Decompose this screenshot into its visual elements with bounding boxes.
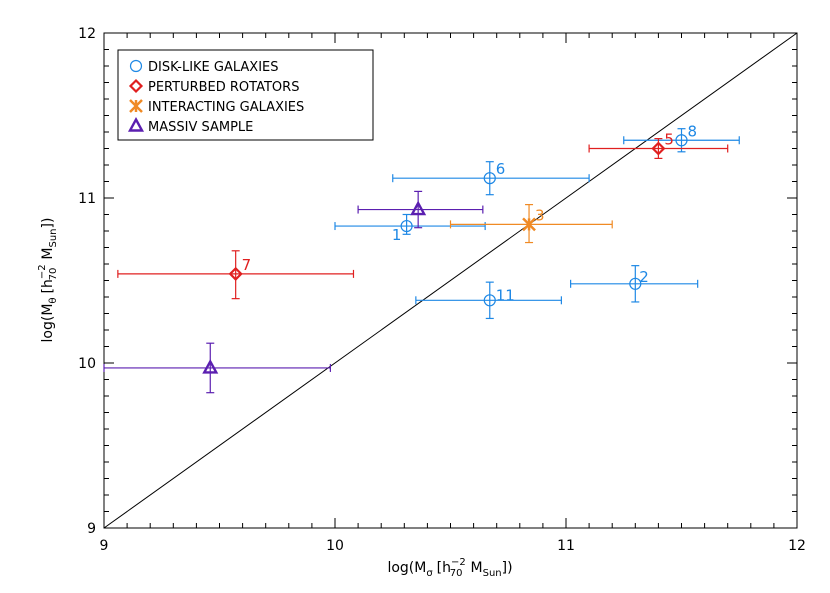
legend-label: MASSIV SAMPLE <box>148 120 253 135</box>
point-label: 7 <box>242 256 252 274</box>
y-axis-title: log(Mθ[h−270MSun]) <box>37 218 59 343</box>
x-tick-label: 10 <box>326 538 344 554</box>
x-tick-label: 11 <box>557 538 575 554</box>
data-point <box>357 190 484 229</box>
data-point: 1 <box>334 213 486 244</box>
point-marker <box>651 141 666 156</box>
data-point: 5 <box>588 131 729 159</box>
y-tick-label: 10 <box>78 356 96 372</box>
data-point <box>103 342 331 394</box>
data-point: 7 <box>117 250 355 300</box>
data-point: 2 <box>570 265 699 303</box>
legend-marker <box>128 78 144 94</box>
y-tick-label: 9 <box>87 521 96 537</box>
point-marker <box>629 277 642 290</box>
point-label: 5 <box>664 131 674 149</box>
legend-box <box>117 49 374 141</box>
point-label: 6 <box>496 160 506 178</box>
point-label: 3 <box>535 206 545 224</box>
legend: DISK-LIKE GALAXIES PERTURBED ROTATORS INTE… <box>117 49 374 141</box>
data-points: 1 6 8 2 11 5 7 3 <box>103 122 740 394</box>
point-marker <box>410 200 427 216</box>
point-marker <box>483 294 496 307</box>
legend-label: PERTURBED ROTATORS <box>148 80 299 95</box>
point-label: 2 <box>639 268 649 286</box>
point-label: 1 <box>392 226 402 244</box>
point-marker <box>202 358 219 374</box>
y-tick-label: 11 <box>78 191 96 207</box>
point-label: 11 <box>496 286 515 304</box>
point-marker <box>675 134 688 147</box>
legend-label: DISK-LIKE GALAXIES <box>148 60 279 75</box>
point-label: 8 <box>688 122 698 140</box>
one-to-one-line <box>103 32 798 529</box>
y-tick-label: 12 <box>78 26 96 42</box>
legend-label: INTERACTING GALAXIES <box>148 100 304 115</box>
data-point: 6 <box>392 160 590 196</box>
legend-marker <box>127 116 145 132</box>
data-point: 8 <box>623 122 740 153</box>
point-marker <box>483 172 496 185</box>
legend-marker <box>129 59 143 73</box>
x-tick-label: 12 <box>788 538 806 554</box>
data-point: 3 <box>449 204 613 244</box>
axis-ticks <box>103 32 798 529</box>
point-marker <box>228 266 243 281</box>
legend-items: DISK-LIKE GALAXIES PERTURBED ROTATORS INTE… <box>127 59 304 135</box>
x-tick-label: 9 <box>100 538 109 554</box>
point-marker <box>400 219 413 233</box>
data-point: 11 <box>415 281 562 320</box>
